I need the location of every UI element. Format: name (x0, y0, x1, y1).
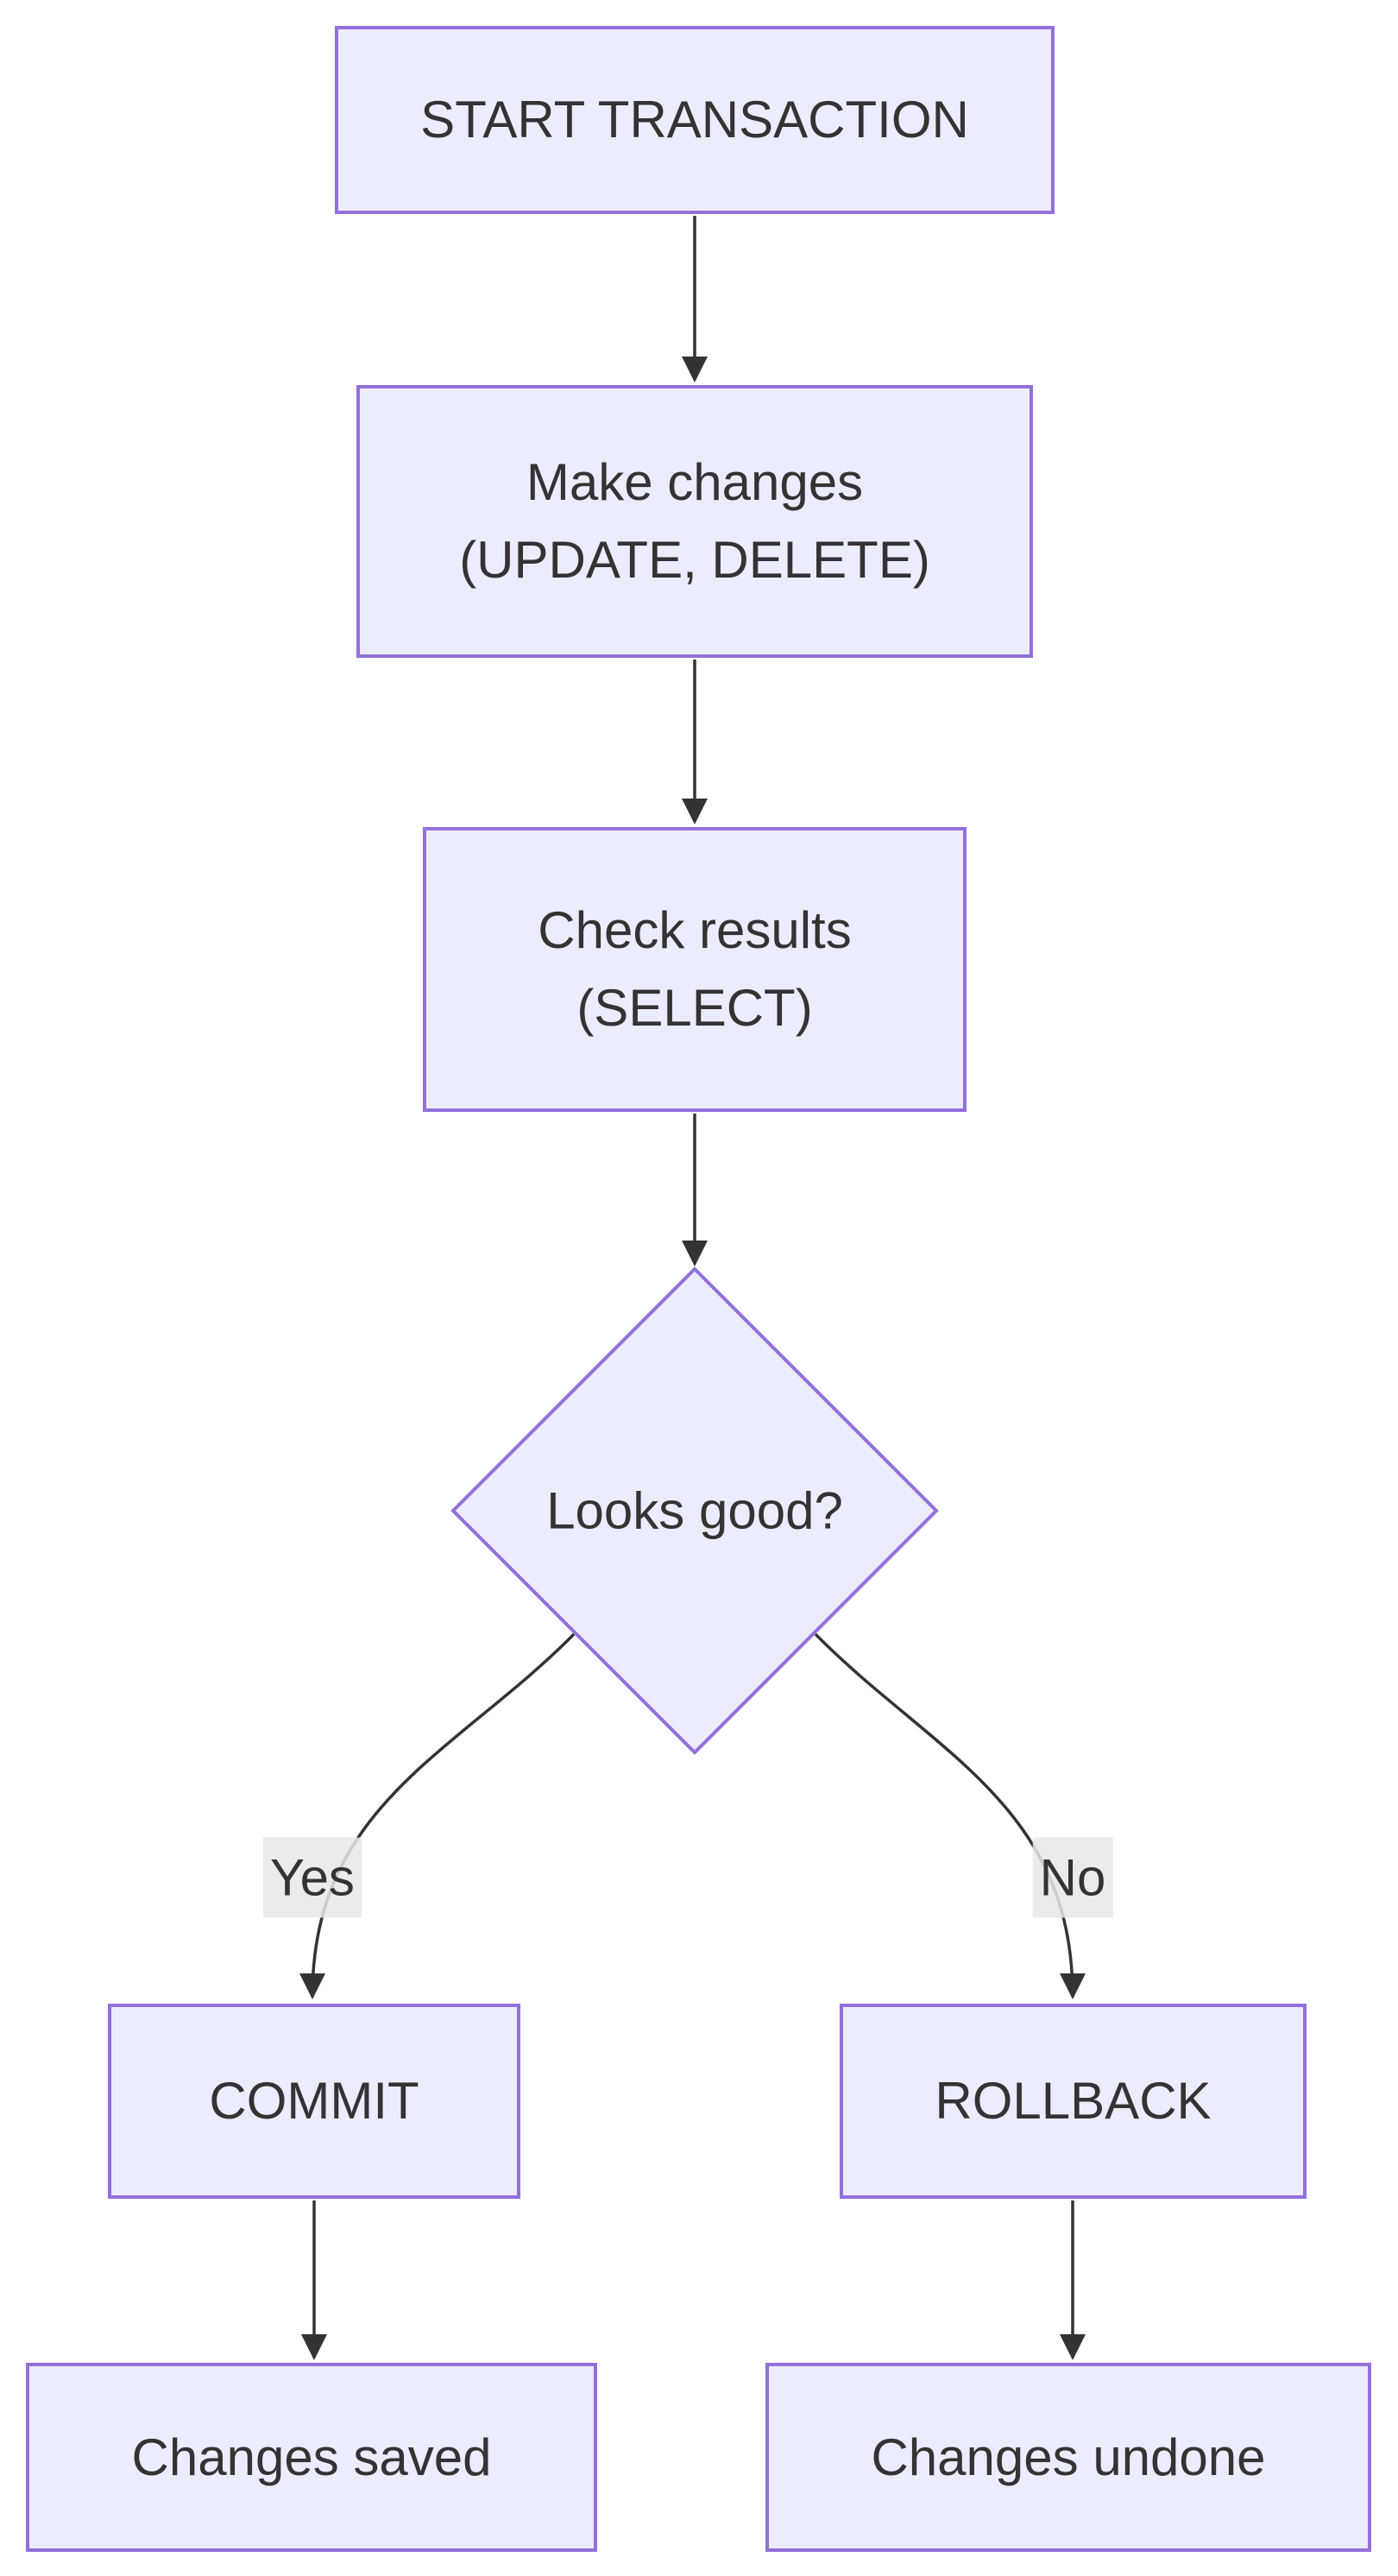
edge-decision-no-to-rollback (814, 1632, 1086, 1999)
node-make-changes: Make changes (UPDATE, DELETE) (356, 385, 1033, 658)
node-changes-undone: Changes undone (765, 2363, 1371, 2552)
node-rollback: ROLLBACK (840, 2004, 1307, 2199)
edge-decision-yes-to-commit (299, 1632, 576, 1999)
node-make-changes-label-line1: Make changes (526, 453, 864, 511)
node-commit: COMMIT (108, 2004, 520, 2199)
node-changes-undone-label: Changes undone (871, 2428, 1266, 2486)
node-commit-label: COMMIT (209, 2072, 419, 2130)
node-changes-saved-label: Changes saved (131, 2428, 492, 2486)
node-changes-saved: Changes saved (26, 2363, 597, 2552)
node-check-results-label-line1: Check results (538, 901, 852, 959)
node-start-transaction: START TRANSACTION (335, 26, 1055, 214)
edge-label-no: No (1032, 1837, 1113, 1918)
node-rollback-label: ROLLBACK (935, 2072, 1212, 2130)
edge-label-yes: Yes (263, 1837, 362, 1918)
decision-diamond-shape (450, 1266, 939, 1755)
node-check-results: Check results (SELECT) (423, 827, 967, 1112)
node-check-results-label-line2: (SELECT) (576, 979, 813, 1037)
node-start-transaction-label: START TRANSACTION (420, 91, 969, 148)
node-make-changes-label-line2: (UPDATE, DELETE) (459, 531, 930, 589)
node-decision-label: Looks good? (546, 1481, 843, 1540)
